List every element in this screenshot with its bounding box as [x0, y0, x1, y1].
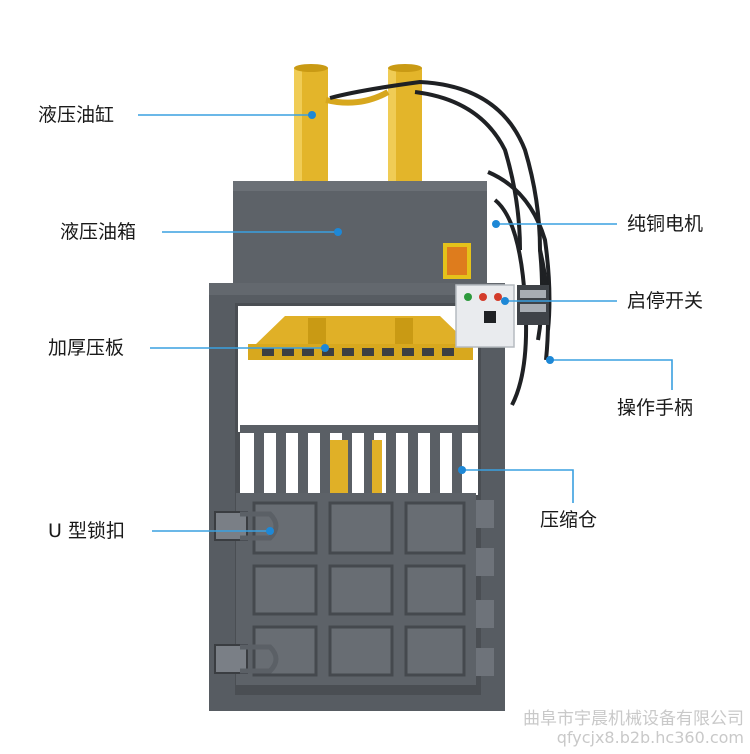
label-compression-chamber: 压缩仓 [540, 509, 598, 531]
chamber-slats [240, 425, 478, 495]
label-u-lock: U 型锁扣 [48, 520, 125, 542]
label-operating-handle: 操作手柄 [617, 397, 694, 419]
callout-copper-motor-dot [492, 220, 500, 228]
callout-start-stop-switch-dot [501, 297, 509, 305]
hydraulic-hoses [329, 79, 552, 406]
u-locks [214, 511, 279, 674]
hydraulic-cylinders [294, 64, 422, 188]
control-box [455, 284, 515, 348]
callout-u-lock-dot [266, 527, 274, 535]
callout-hydraulic-cylinder-dot [308, 111, 316, 119]
label-copper-motor: 纯铜电机 [627, 213, 704, 235]
callout-hydraulic-tank-dot [334, 228, 342, 236]
watermark-url: qfycjx8.b2b.hc360.com [556, 728, 744, 747]
callout-compression-chamber-line [462, 469, 574, 503]
callout-operating-handle-dot [546, 356, 554, 364]
label-hydraulic-tank: 液压油箱 [60, 221, 137, 243]
label-start-stop-switch: 启停开关 [627, 290, 704, 312]
callout-compression-chamber-dot [458, 466, 466, 474]
watermark-company: 曲阜市宇晨机械设备有限公司 [523, 709, 744, 729]
oil-tank [233, 181, 487, 285]
motor-valve-block [517, 285, 549, 325]
press-plate [248, 316, 473, 360]
label-thick-press-plate: 加厚压板 [48, 337, 125, 359]
callout-thick-press-plate-dot [321, 344, 329, 352]
callout-operating-handle-line [550, 359, 673, 390]
callout-lines [138, 111, 673, 535]
label-hydraulic-cylinder: 液压油缸 [38, 104, 115, 126]
